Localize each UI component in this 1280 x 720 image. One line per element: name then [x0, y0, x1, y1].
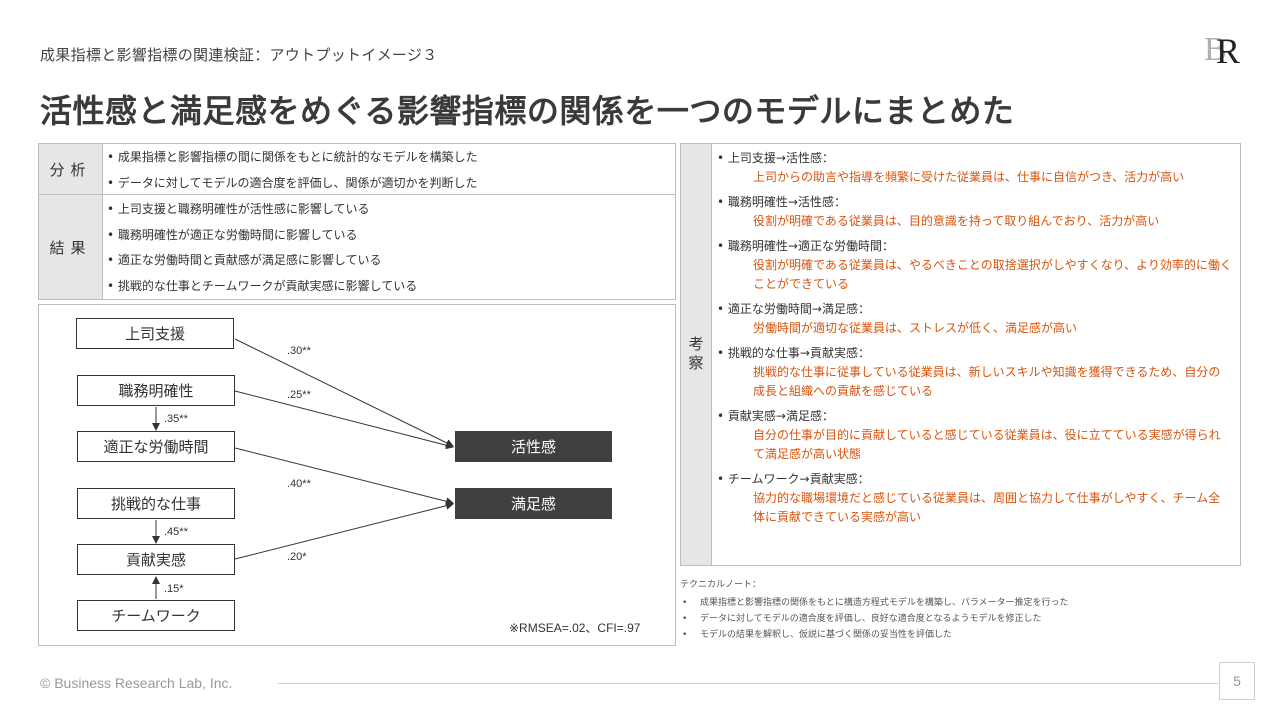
- model-fit-note: ※RMSEA=.02、CFI=.97: [509, 621, 641, 635]
- results-list: 上司支援と職務明確性が活性感に影響している 職務明確性が適正な労働時間に影響して…: [103, 195, 675, 299]
- coef-challenge-contribution: .45**: [164, 526, 188, 538]
- consideration-title: 貢献実感→満足感：: [717, 407, 1232, 426]
- footer-divider: [278, 683, 1218, 684]
- consideration-desc: 協力的な職場環境だと感じている従業員は、周囲と協力して仕事がしやすく、チーム全体…: [753, 491, 1221, 524]
- page-title: 活性感と満足感をめぐる影響指標の関係を一つのモデルにまとめた: [40, 92, 1015, 130]
- list-item: 成果指標と影響指標の間に関係をもとに統計的なモデルを構築した: [107, 145, 675, 171]
- list-item: 職務明確性が適正な労働時間に影響している: [107, 223, 675, 249]
- list-item: 適正な労働時間と貢献感が満足感に影響している: [107, 248, 675, 274]
- technical-note-title: テクニカルノート：: [680, 580, 762, 590]
- node-satisfaction: 満足感: [455, 488, 612, 519]
- consideration-desc: 自分の仕事が目的に貢献していると感じている従業員は、役に立てている実感が得られて…: [753, 428, 1221, 461]
- copyright: © Business Research Lab, Inc.: [40, 675, 233, 691]
- technical-note: テクニカルノート： 成果指標と影響指標の関係をもとに構造方程式モデルを構築し、パ…: [680, 578, 1240, 643]
- list-item: データに対してモデルの適合度を評価し、関係が適切かを判断した: [107, 171, 675, 197]
- page-number: 5: [1219, 662, 1255, 700]
- coef-clarity-hours: .35**: [164, 413, 188, 425]
- analysis-list: 成果指標と影響指標の間に関係をもとに統計的なモデルを構築した データに対してモデ…: [103, 144, 675, 194]
- results-section: 結果 上司支援と職務明確性が活性感に影響している 職務明確性が適正な労働時間に影…: [38, 194, 676, 300]
- arrow-clarity-vitality: [234, 390, 454, 450]
- consideration-desc: 役割が明確である従業員は、目的意識を持って取り組んでおり、活力が高い: [753, 214, 1160, 228]
- coef-clarity-vitality: .25**: [287, 389, 311, 401]
- considerations-label-cell: 考察: [681, 144, 712, 565]
- node-challenging-work: 挑戦的な仕事: [77, 488, 235, 519]
- consideration-title: 適正な労働時間→満足感：: [717, 300, 1232, 319]
- company-logo: B R: [1204, 31, 1240, 68]
- node-supervisor-support: 上司支援: [76, 318, 234, 349]
- node-contribution: 貢献実感: [77, 544, 235, 575]
- considerations-label: 考察: [686, 335, 705, 374]
- node-teamwork: チームワーク: [77, 600, 235, 631]
- consideration-title: 職務明確性→適正な労働時間：: [717, 237, 1232, 256]
- consideration-title: チームワーク→貢献実感：: [717, 470, 1232, 489]
- list-item: 成果指標と影響指標の関係をもとに構造方程式モデルを構築し、パラメーター推定を行っ…: [680, 595, 1240, 611]
- slide-subtitle: 成果指標と影響指標の関連検証：アウトプットイメージ３: [40, 46, 438, 64]
- consideration-title: 上司支援→活性感：: [717, 149, 1232, 168]
- list-item: データに対してモデルの適合度を評価し、良好な適合度となるようモデルを修正した: [680, 611, 1240, 627]
- consideration-desc: 上司からの助言や指導を頻繁に受けた従業員は、仕事に自信がつき、活力が高い: [753, 170, 1185, 184]
- coef-hours-satisfaction: .40**: [287, 478, 311, 490]
- list-item: 上司支援と職務明確性が活性感に影響している: [107, 197, 675, 223]
- arrow-contribution-satisfaction: [234, 501, 454, 560]
- consideration-desc: 労働時間が適切な従業員は、ストレスが低く、満足感が高い: [753, 321, 1078, 335]
- arrow-supervisor-vitality: [234, 338, 454, 447]
- path-arrows: [152, 338, 454, 599]
- coef-contribution-satisfaction: .20*: [287, 551, 307, 563]
- consideration-title: 職務明確性→活性感：: [717, 193, 1232, 212]
- analysis-section: 分析 成果指標と影響指標の間に関係をもとに統計的なモデルを構築した データに対し…: [38, 143, 676, 195]
- svg-text:B: B: [1204, 31, 1227, 68]
- list-item: モデルの結果を解釈し、仮説に基づく関係の妥当性を評価した: [680, 627, 1240, 643]
- path-diagram: 上司支援 職務明確性 適正な労働時間 挑戦的な仕事 貢献実感 チームワーク 活性…: [38, 304, 676, 646]
- node-vitality: 活性感: [455, 431, 612, 462]
- analysis-label: 分析: [39, 144, 103, 194]
- arrow-hours-satisfaction: [234, 447, 454, 506]
- considerations-list: 上司支援→活性感： 上司からの助言や指導を頻繁に受けた従業員は、仕事に自信がつき…: [717, 148, 1232, 533]
- list-item: 挑戦的な仕事とチームワークが貢献実感に影響している: [107, 274, 675, 300]
- coef-teamwork-contribution: .15*: [164, 583, 184, 595]
- consideration-title: 挑戦的な仕事→貢献実感：: [717, 344, 1232, 363]
- consideration-desc: 挑戦的な仕事に従事している従業員は、新しいスキルや知識を獲得できるため、自分の成…: [753, 365, 1221, 398]
- consideration-desc: 役割が明確である従業員は、やるべきことの取捨選択がしやすくなり、より効率的に働く…: [753, 258, 1232, 291]
- node-job-clarity: 職務明確性: [77, 375, 235, 406]
- coef-supervisor-vitality: .30**: [287, 345, 311, 357]
- considerations-panel: 考察 上司支援→活性感： 上司からの助言や指導を頻繁に受けた従業員は、仕事に自信…: [680, 143, 1241, 566]
- node-appropriate-hours: 適正な労働時間: [77, 431, 235, 462]
- svg-text:R: R: [1216, 31, 1240, 68]
- results-label: 結果: [39, 195, 103, 299]
